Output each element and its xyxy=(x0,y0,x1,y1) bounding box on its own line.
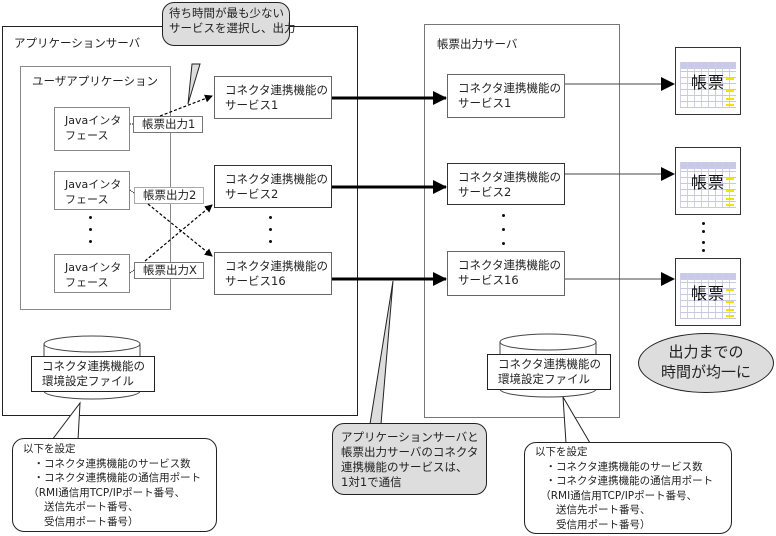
user-application-title: ユーザアプリケーション xyxy=(32,74,159,88)
report-document-label: 帳票 xyxy=(690,173,725,193)
ellipsis-dot xyxy=(89,240,92,243)
java-interface-x: Javaインタ フェース xyxy=(54,254,130,293)
report-output-label-2: 帳票出力2 xyxy=(134,187,204,204)
report-service-16: コネクタ連携機能の サービス16 xyxy=(447,251,565,296)
report-document-1: 帳票 xyxy=(675,47,741,115)
ellipsis-dot xyxy=(702,222,705,225)
ellipsis-dot xyxy=(702,249,705,252)
application-server-title: アプリケーションサーバ xyxy=(14,36,141,50)
uniform-time-text: 出力までの 時間が均一に xyxy=(660,343,751,381)
callout-one-to-one: アプリケーションサーバと 帳票出力サーバのコネクタ 連携機能のサービスは、 1対… xyxy=(332,423,487,495)
report-document-label: 帳票 xyxy=(690,73,725,93)
ellipsis-dot xyxy=(89,216,92,219)
report-document-2: 帳票 xyxy=(675,147,741,215)
ellipsis-dot xyxy=(502,242,505,245)
report-output-server-title: 帳票出力サーバ xyxy=(437,37,518,51)
report-document-label: 帳票 xyxy=(690,284,725,304)
report-output-label-1: 帳票出力1 xyxy=(133,116,203,133)
report-config-file-label: コネクタ連携機能の 環境設定ファイル xyxy=(487,354,611,390)
ellipsis-dot xyxy=(269,216,272,219)
app-service-1: コネクタ連携機能の サービス1 xyxy=(214,76,332,119)
report-document-3: 帳票 xyxy=(675,258,741,326)
callout-uniform-time: 出力までの 時間が均一に xyxy=(638,333,774,393)
java-interface-1: Javaインタ フェース xyxy=(54,107,130,151)
report-service-1: コネクタ連携機能の サービス1 xyxy=(447,74,565,118)
ellipsis-dot xyxy=(89,228,92,231)
app-config-file-label: コネクタ連携機能の 環境設定ファイル xyxy=(31,356,155,392)
ellipsis-dot xyxy=(502,228,505,231)
callout-select-service: 待ち時間が最も少ない サービスを選択し、出力 xyxy=(162,2,296,46)
ellipsis-dot xyxy=(502,214,505,217)
ellipsis-dot xyxy=(702,230,705,233)
ellipsis-dot xyxy=(702,241,705,244)
callout-settings-left: 以下を設定 ・コネクタ連携機能のサービス数 ・コネクタ連携機能の通信用ポート （… xyxy=(12,438,217,532)
java-interface-2: Javaインタ フェース xyxy=(54,171,130,210)
callout-settings-right: 以下を設定 ・コネクタ連携機能のサービス数 ・コネクタ連携機能の通信用ポート （… xyxy=(524,442,732,534)
app-service-2: コネクタ連携機能の サービス2 xyxy=(214,165,332,208)
ellipsis-dot xyxy=(269,228,272,231)
ellipsis-dot xyxy=(269,240,272,243)
report-output-label-x: 帳票出力X xyxy=(134,262,204,279)
app-service-16: コネクタ連携機能の サービス16 xyxy=(214,252,332,295)
report-service-2: コネクタ連携機能の サービス2 xyxy=(447,163,565,205)
